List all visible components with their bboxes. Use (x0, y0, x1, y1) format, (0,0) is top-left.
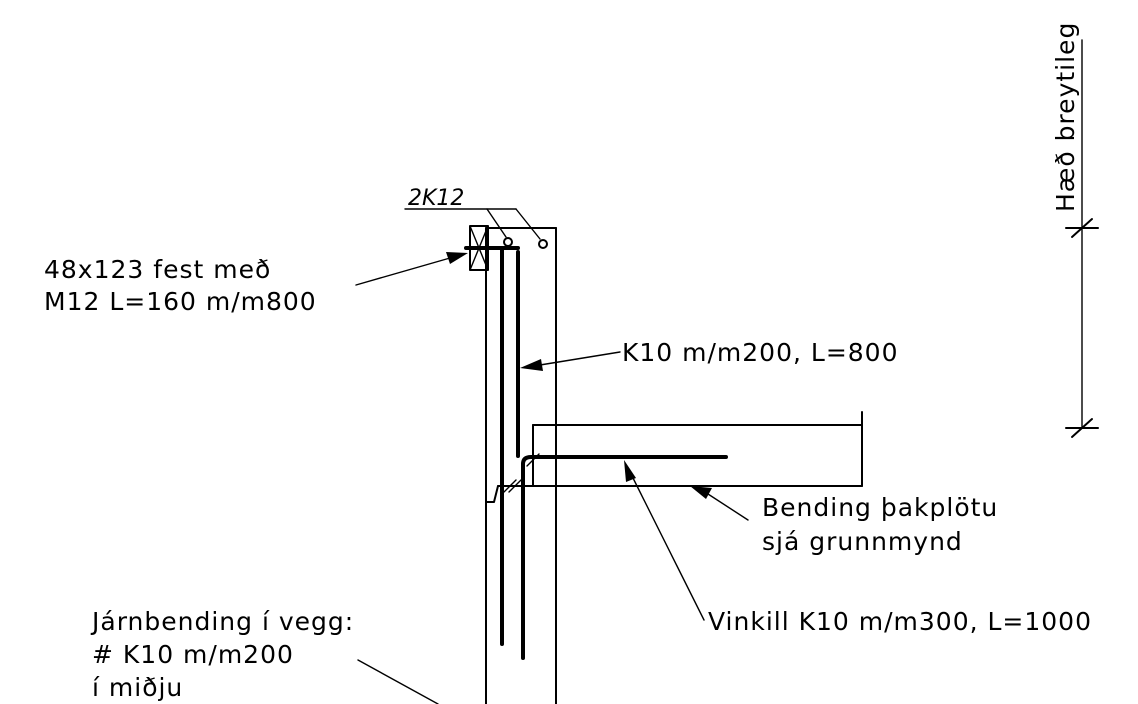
height-dimension (1065, 39, 1099, 438)
timber-label-line1: 48x123 fest með (44, 255, 271, 284)
leader-slab-reinf (690, 486, 749, 521)
slab-label-line1: Bending þakplötu (762, 493, 998, 522)
leader-timber (355, 252, 468, 286)
leader-wall-bar (520, 351, 621, 371)
top-bars-label: 2K12 (408, 186, 464, 211)
angle-bar (521, 453, 728, 467)
wall-reinf-label-line2: # K10 m/m200 (92, 640, 294, 669)
height-note-label: Hæð breytileg (1051, 22, 1080, 212)
wall-outline (485, 227, 557, 704)
leader-angle-bar (624, 460, 705, 621)
wall-bar-label: K10 m/m200, L=800 (622, 338, 899, 367)
top-bars-2k12 (404, 208, 548, 249)
angle-bar-label: Vinkill K10 m/m300, L=1000 (708, 607, 1092, 636)
wall-vertical-bars (500, 246, 525, 660)
timber-label-line2: M12 L=160 m/m800 (44, 287, 317, 316)
slab-label-line2: sjá grunnmynd (762, 527, 963, 556)
wall-reinf-label-line3: í miðju (92, 673, 183, 702)
leader-wall-reinf (357, 659, 439, 704)
wall-reinf-label-line1: Járnbending í vegg: (90, 607, 354, 636)
timber-plate (464, 225, 520, 271)
